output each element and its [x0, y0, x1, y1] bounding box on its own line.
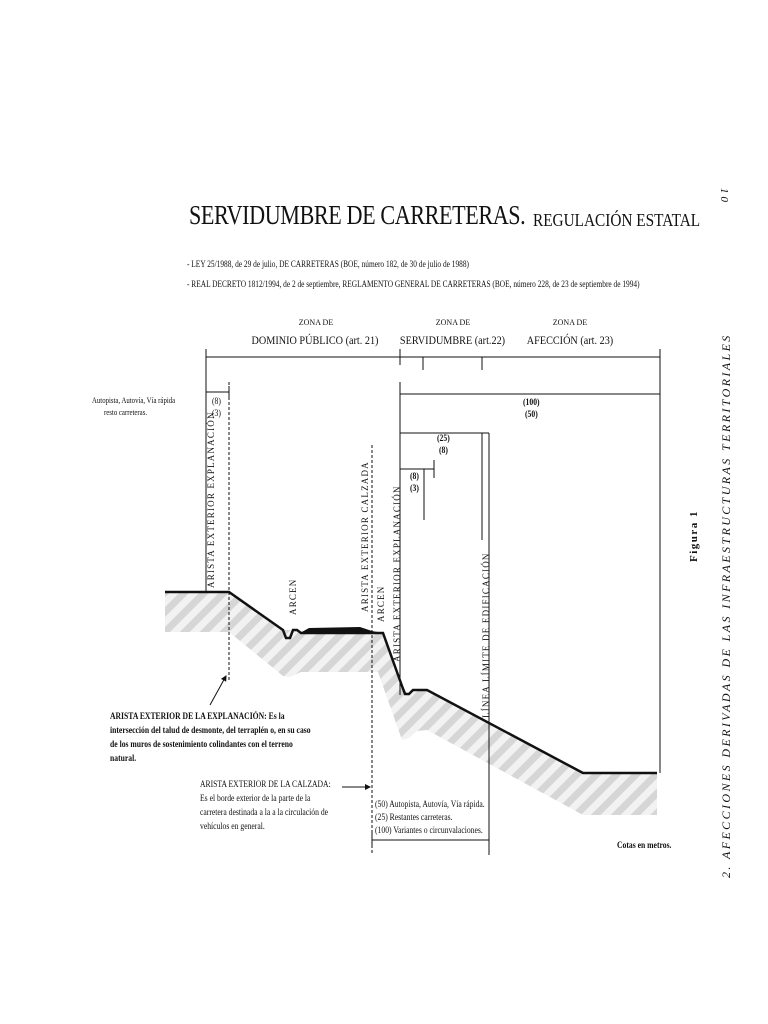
zone-name-servidumbre: SERVIDUMBRE (art.22)	[399, 333, 506, 347]
page-title: SERVIDUMBRE DE CARRETERAS.	[189, 200, 526, 230]
dim-afeccion-100: (100)	[523, 397, 540, 407]
legend-item-100: (100) Variantes o circunvalaciones.	[375, 825, 483, 835]
zone-label-servidumbre: ZONA DE	[435, 318, 471, 327]
note-calzada-body: Es el borde exterior de la parte de la c…	[200, 793, 329, 831]
dim-dominio-3: (3)	[212, 408, 221, 418]
label-linea-limite-edificacion: LÍNEA LÍMITE DE EDIFICACIÓN	[481, 552, 491, 718]
dim-dominio-right-8: (8)	[410, 471, 419, 481]
zone-name-afeccion: AFECCIÓN (art. 23)	[526, 333, 614, 347]
dim-servidumbre-8: (8)	[439, 445, 448, 455]
pavement	[300, 627, 383, 633]
label-arista-calzada: ARISTA EXTERIOR CALZADA	[360, 461, 370, 612]
legend-item-25: (25) Restantes carreteras.	[375, 812, 453, 822]
legal-reference-ley: - LEY 25/1988, de 29 de julio, DE CARRET…	[187, 259, 469, 269]
road-type-autopista: Autopista, Autovía, Vía rápida	[92, 396, 176, 405]
label-arista-explanacion-left: ARISTA EXTERIOR EXPLANACIÓN	[206, 411, 216, 588]
road-type-resto: resto carreteras.	[104, 408, 148, 417]
page-subtitle: REGULACIÓN ESTATAL	[533, 210, 701, 230]
note-arista-calzada: ARISTA EXTERIOR DE LA CALZADA: Es el bor…	[200, 777, 336, 833]
terrain-hatch	[165, 592, 657, 815]
note-arista-explanacion: ARISTA EXTERIOR DE LA EXPLANACIÓN: Es la…	[110, 709, 311, 765]
label-arista-explanacion-right: ARISTA EXTERIOR EXPLANACIÓN	[392, 485, 402, 662]
dim-dominio-8: (8)	[212, 396, 221, 406]
label-arcen-left: ARCEN	[288, 578, 298, 615]
units-note: Cotas en metros.	[617, 840, 672, 850]
legend-item-50: (50) Autopista, Autovía, Vía rápida.	[375, 799, 485, 809]
note-calzada-heading: ARISTA EXTERIOR DE LA CALZADA:	[200, 779, 331, 789]
note-explanacion-body: Es la intersección del talud de desmonte…	[110, 711, 311, 763]
dim-dominio-right-3: (3)	[410, 483, 419, 493]
zone-name-dominio: DOMINIO PÚBLICO (art. 21)	[251, 333, 379, 347]
zone-label-dominio: ZONA DE	[298, 318, 334, 327]
dim-servidumbre-25: (25)	[437, 433, 450, 443]
note-explanacion-heading: ARISTA EXTERIOR DE LA EXPLANACIÓN:	[110, 711, 267, 721]
dim-afeccion-50: (50)	[525, 409, 538, 419]
legal-reference-decreto: - REAL DECRETO 1812/1994, de 2 de septie…	[187, 279, 640, 289]
zone-label-afeccion: ZONA DE	[552, 318, 588, 327]
label-arcen-right: ARCEN	[376, 585, 386, 622]
